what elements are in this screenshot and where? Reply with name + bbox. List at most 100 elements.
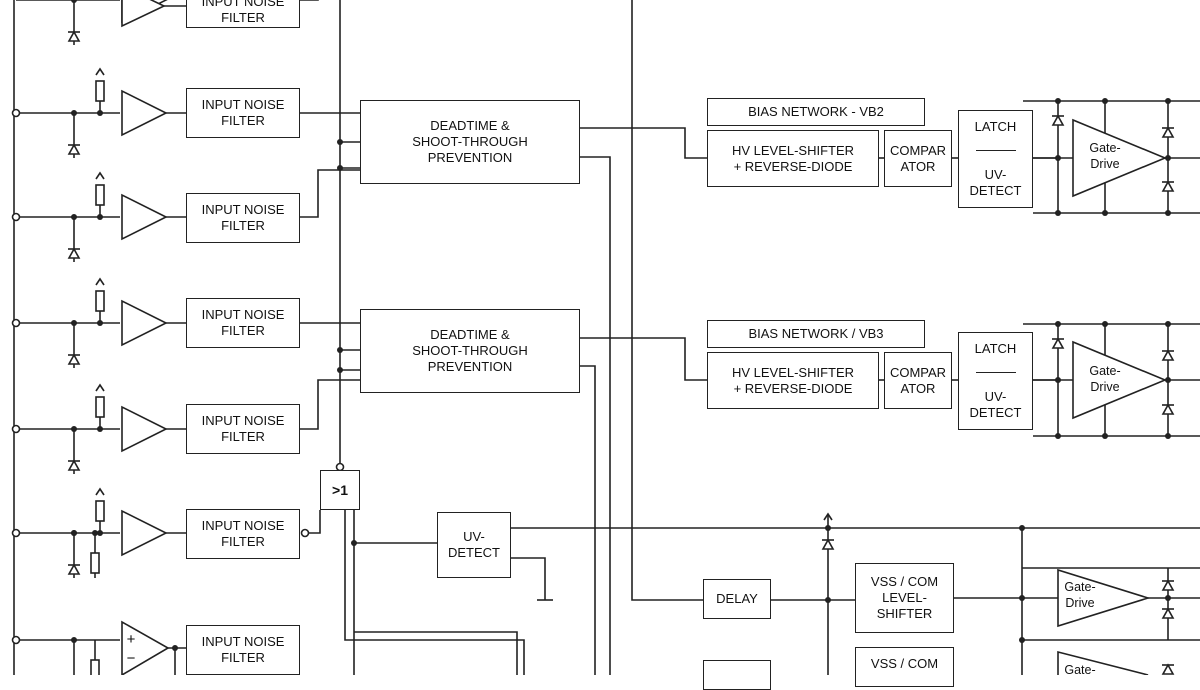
input-terminal	[11, 528, 21, 538]
gate-drive-amp-4	[1057, 650, 1149, 675]
bias-network-vb2: BIAS NETWORK - VB2	[707, 98, 925, 126]
pullup-resistor	[95, 500, 105, 522]
junction-dot	[1102, 321, 1108, 327]
junction-dot	[71, 0, 77, 3]
input-terminal	[11, 212, 21, 222]
opamp-minus-sign: −	[126, 650, 136, 667]
wire	[354, 631, 518, 675]
junction-dot	[97, 530, 103, 536]
junction-dot	[71, 530, 77, 536]
output-diode	[1161, 607, 1175, 619]
gate-drive-amp-1	[1072, 118, 1168, 198]
junction-dot	[337, 139, 343, 145]
junction-dot	[1165, 98, 1171, 104]
junction-dot	[1165, 321, 1171, 327]
pullup-resistor	[95, 396, 105, 418]
opamp-plus-sign: +	[126, 631, 136, 648]
junction-dot	[71, 110, 77, 116]
wire	[580, 156, 611, 675]
gate-drive-amp-3	[1057, 568, 1151, 628]
clamp-diode	[67, 563, 81, 575]
vdd-arrow	[95, 487, 105, 496]
clamp-diode	[67, 353, 81, 365]
junction-dot	[1019, 595, 1025, 601]
inverter-bubble	[300, 528, 310, 538]
schmitt-buffer	[121, 193, 168, 241]
or-in-wire	[309, 510, 321, 534]
supply-diode	[821, 538, 835, 550]
pullup-resistor	[95, 184, 105, 206]
gate-drive-label-3: Gate-Drive	[1064, 580, 1096, 610]
junction-dot	[71, 637, 77, 643]
junction-dot	[1055, 433, 1061, 439]
vdd-arrow	[95, 67, 105, 76]
latch-uv-detect-2: LATCH UV-DETECT	[958, 332, 1033, 430]
gate-drive-label-2: Gate-Drive	[1089, 364, 1121, 394]
schmitt-buffer	[121, 509, 168, 557]
output-diode	[1161, 349, 1175, 361]
junction-dot	[337, 165, 343, 171]
vdd-arrow	[95, 383, 105, 392]
opamp-symbol	[121, 620, 170, 675]
junction-dot	[1165, 433, 1171, 439]
junction-dot	[1055, 210, 1061, 216]
junction-dot	[97, 426, 103, 432]
vss-level-shifter-2: VSS / COM	[855, 647, 954, 687]
vdd-arrow	[95, 277, 105, 286]
input-terminal	[11, 424, 21, 434]
schmitt-buffer	[121, 405, 168, 453]
clamp-diode	[67, 30, 81, 42]
junction-dot	[1165, 155, 1171, 161]
output-diode	[1161, 126, 1175, 138]
junction-dot	[351, 540, 357, 546]
junction-dot	[71, 426, 77, 432]
junction-dot	[97, 110, 103, 116]
junction-dot	[1055, 98, 1061, 104]
wire	[580, 337, 707, 381]
pulldown-resistor	[90, 659, 100, 675]
wire	[300, 379, 360, 430]
junction-dot	[71, 320, 77, 326]
partial-block-bottom	[703, 660, 771, 690]
output-diode	[1161, 403, 1175, 415]
gate-drive-label-4: Gate-	[1064, 663, 1096, 677]
junction-dot	[1102, 433, 1108, 439]
ground-wire	[511, 557, 546, 600]
delay-block: DELAY	[703, 579, 771, 619]
junction-dot	[825, 597, 831, 603]
schmitt-buffer	[121, 0, 166, 28]
junction-dot	[1055, 155, 1061, 161]
gate-drive-amp-2	[1072, 340, 1168, 420]
junction-dot	[1019, 637, 1025, 643]
pullup-resistor	[95, 80, 105, 102]
output-diode	[1161, 663, 1175, 675]
junction-dot	[97, 214, 103, 220]
junction-dot	[1102, 98, 1108, 104]
junction-dot	[97, 320, 103, 326]
or-gate: >1	[320, 470, 360, 510]
wire	[300, 169, 360, 218]
supply-arrow	[823, 512, 833, 521]
block-diagram-wiring	[11, 0, 1200, 675]
junction-dot	[1165, 595, 1171, 601]
junction-dot	[825, 525, 831, 531]
input-terminal	[11, 635, 21, 645]
junction-dot	[1055, 377, 1061, 383]
junction-dot	[1055, 321, 1061, 327]
junction-dot	[71, 214, 77, 220]
wire	[344, 510, 525, 675]
supply-diode	[1051, 337, 1065, 349]
input-terminal	[11, 318, 21, 328]
junction-dot	[1165, 377, 1171, 383]
junction-dot	[337, 347, 343, 353]
hv-level-shifter-2: HV LEVEL-SHIFTER+ REVERSE-DIODE	[707, 352, 879, 409]
